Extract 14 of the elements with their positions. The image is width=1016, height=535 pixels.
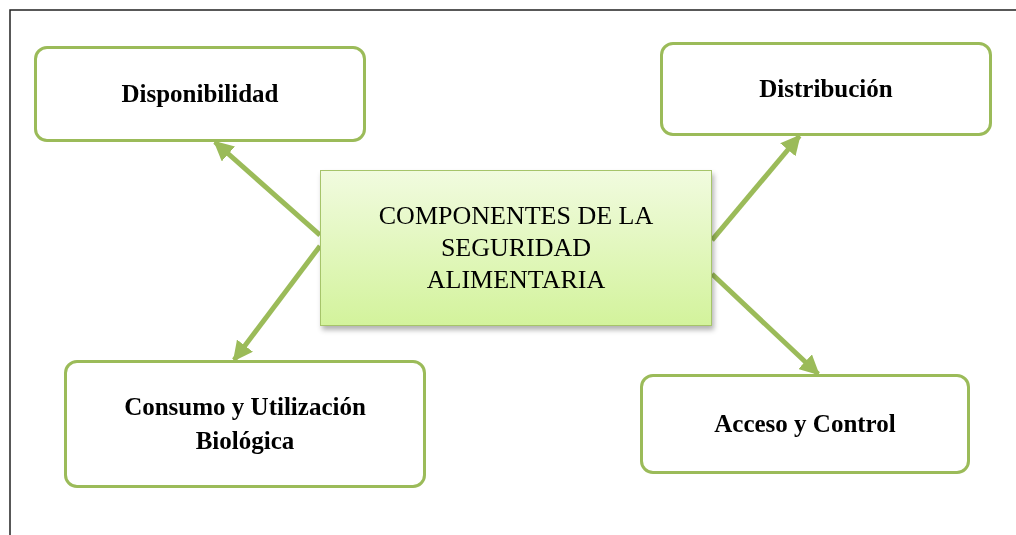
component-box — [34, 46, 366, 142]
box-label: Disponibilidad — [120, 79, 280, 109]
arrow — [232, 244, 322, 362]
component-box — [64, 360, 426, 488]
component-box — [640, 374, 970, 474]
box-label: COMPONENTES DE LA SEGURIDAD ALIMENTARIA — [377, 200, 655, 296]
arrow — [710, 134, 802, 242]
box-label: Acceso y Control — [713, 409, 897, 439]
box-label: Consumo y Utilización Biológica — [123, 392, 367, 456]
central-box — [320, 170, 712, 326]
component-box — [660, 42, 992, 136]
box-label: Distribución — [758, 74, 894, 104]
arrow — [710, 272, 820, 376]
arrow — [213, 140, 322, 237]
